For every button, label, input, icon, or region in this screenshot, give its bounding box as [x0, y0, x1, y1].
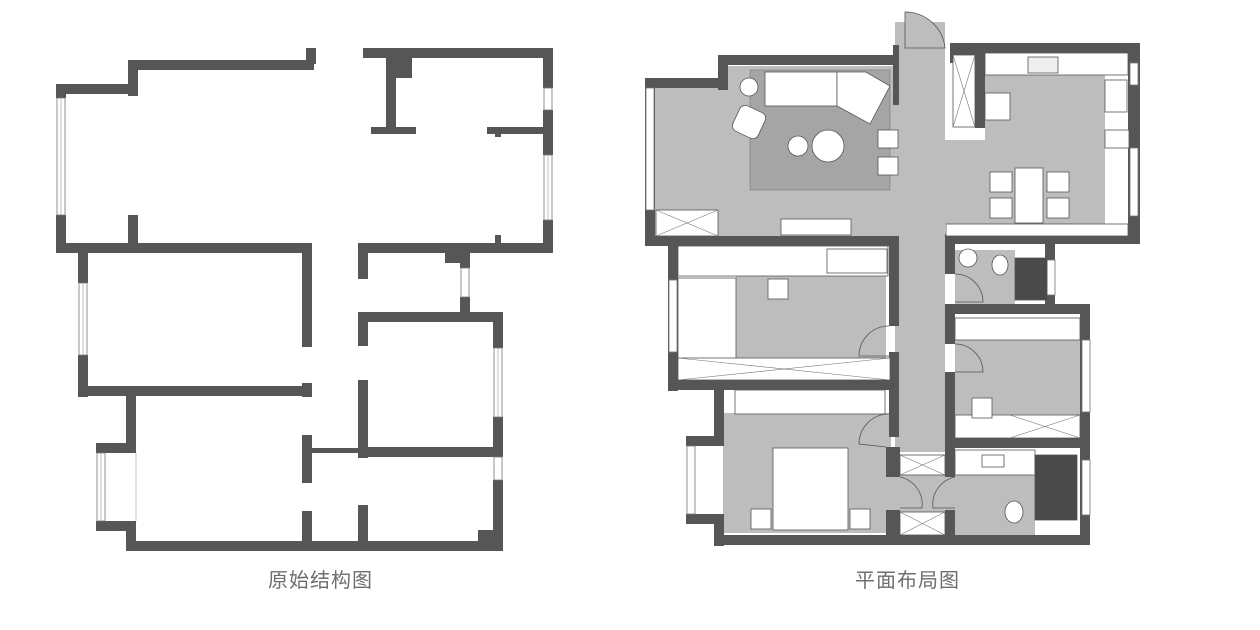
armchair	[731, 104, 767, 140]
fridge	[984, 92, 1011, 121]
vanity-sink	[981, 454, 1005, 468]
shower	[1014, 257, 1048, 301]
sofa-chaise	[836, 71, 891, 125]
stool-2	[877, 156, 899, 176]
kitchen-sink	[1104, 79, 1128, 113]
coffee-table	[811, 129, 845, 163]
sofa	[764, 71, 838, 107]
stool-1	[877, 129, 899, 149]
toilet	[991, 254, 1009, 276]
master-toilet	[1004, 500, 1024, 524]
nightstand-right	[849, 508, 871, 530]
stove	[1027, 56, 1059, 74]
chair	[971, 397, 993, 419]
bed	[772, 447, 849, 531]
coffee-table-small	[787, 135, 809, 157]
desk-chair	[767, 278, 789, 300]
door-swings	[858, 273, 984, 509]
kitchen-cabinets	[945, 223, 1129, 237]
dining-table	[1014, 167, 1044, 224]
master-shower	[1034, 454, 1078, 521]
side-table	[739, 77, 759, 97]
original-structure-caption: 原始结构图	[268, 568, 373, 592]
furniture	[655, 11, 1130, 536]
piano	[826, 248, 888, 274]
tv-cabinet	[780, 218, 852, 236]
wash-basin	[958, 248, 978, 268]
nightstand-left	[750, 508, 772, 530]
floor-layout-caption: 平面布局图	[855, 568, 960, 592]
